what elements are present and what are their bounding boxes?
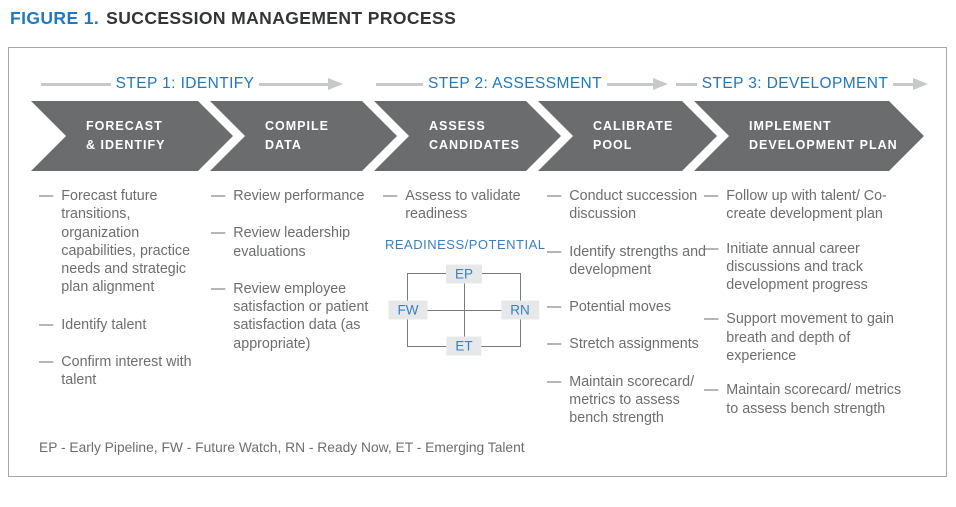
step-header-identify: STEP 1: IDENTIFY [41, 75, 344, 92]
list-item: — Assess to validate readiness [383, 187, 548, 224]
step-label: STEP 1: IDENTIFY [115, 75, 255, 92]
dash-bullet-icon: — [547, 336, 562, 353]
list-item: — Review employee satisfaction or patien… [211, 280, 383, 353]
list-item-text: Assess to validate readiness [405, 188, 521, 223]
list-item-text: Forecast future transitions, organizatio… [61, 188, 191, 296]
chevron-compile-data: COMPILE DATA [210, 101, 397, 171]
phase-columns: — Forecast future transitions, organizat… [31, 187, 936, 437]
dash-bullet-icon: — [547, 373, 562, 390]
chevron-forecast-identify: FORECAST & IDENTIFY [31, 101, 233, 171]
phase-column-implement-development-plan: — Follow up with talent/ Co-create devel… [704, 187, 909, 434]
step-arrow-line [41, 82, 111, 86]
list-item-text: Conduct succession discussion [569, 188, 698, 223]
chevron-band: FORECAST & IDENTIFY COMPILE DATA ASSESS … [31, 101, 926, 171]
phase-column-calibrate-pool: — Conduct succession discussion — Identi… [547, 187, 707, 447]
list-item-text: Support movement to gain breath and dept… [726, 311, 894, 365]
list-item: — Forecast future transitions, organizat… [39, 187, 209, 297]
step-label: STEP 2: ASSESSMENT [427, 75, 603, 92]
list-item-text: Initiate annual career discussions and t… [726, 240, 868, 294]
dash-bullet-icon: — [211, 225, 226, 242]
chevron-assess-candidates: ASSESS CANDIDATES [374, 101, 561, 171]
list-item: — Maintain scorecard/ metrics to assess … [547, 373, 707, 428]
dash-bullet-icon: — [704, 240, 719, 257]
phase-column-forecast-identify: — Forecast future transitions, organizat… [39, 187, 209, 409]
list-item-text: Potential moves [569, 299, 672, 316]
list-item-text: Maintain scorecard/ metrics to assess be… [569, 373, 695, 427]
list-item-text: Review employee satisfaction or patient … [233, 280, 369, 352]
step-label: STEP 3: DEVELOPMENT [701, 75, 889, 92]
dash-bullet-icon: — [211, 280, 226, 297]
dash-bullet-icon: — [704, 382, 719, 399]
process-frame: STEP 1: IDENTIFY STEP 2: ASSESSMENT STEP… [8, 47, 947, 477]
list-item: — Support movement to gain breath and de… [704, 310, 909, 365]
phase-column-assess-candidates: — Assess to validate readiness READINESS… [383, 187, 548, 356]
list-item-text: Identify talent [61, 316, 147, 333]
list-item: — Maintain scorecard/ metrics to assess … [704, 381, 909, 418]
readiness-matrix: EP FW RN ET [388, 264, 539, 356]
step-arrow-line [376, 82, 423, 86]
step-header-development: STEP 3: DEVELOPMENT [676, 75, 929, 92]
figure-label: FIGURE 1. [10, 8, 100, 28]
list-item-text: Stretch assignments [569, 336, 699, 353]
list-item: — Identify strengths and development [547, 243, 707, 280]
list-item-text: Confirm interest with talent [61, 354, 192, 389]
dash-bullet-icon: — [39, 188, 54, 204]
matrix-label-fw: FW [388, 300, 428, 320]
list-item-text: Review performance [233, 188, 365, 204]
dash-bullet-icon: — [704, 311, 719, 328]
list-item-text: Review leadership evaluations [233, 225, 351, 260]
list-item-text: Follow up with talent/ Co-create develop… [726, 188, 887, 223]
list-item-text: Identify strengths and development [569, 243, 706, 278]
list-item: — Identify talent [39, 316, 209, 334]
dash-bullet-icon: — [39, 354, 54, 371]
figure-title-text: SUCCESSION MANAGEMENT PROCESS [106, 8, 457, 28]
step-arrow-line [259, 82, 330, 86]
readiness-potential-title: READINESS/POTENTIAL [385, 236, 546, 252]
list-item: — Stretch assignments [547, 335, 707, 353]
chevron-implement-development-plan: IMPLEMENT DEVELOPMENT PLAN [694, 101, 924, 171]
dash-bullet-icon: — [547, 299, 562, 316]
list-item-text: Maintain scorecard/ metrics to assess be… [726, 382, 902, 417]
steps-row: STEP 1: IDENTIFY STEP 2: ASSESSMENT STEP… [31, 48, 929, 96]
step-arrow-line [893, 82, 915, 86]
list-item: — Review performance [211, 187, 383, 205]
arrow-right-icon [653, 78, 668, 90]
matrix-label-ep: EP [445, 264, 483, 284]
list-item: — Review leadership evaluations [211, 224, 383, 261]
phase-column-compile-data: — Review performance — Review leadership… [211, 187, 383, 372]
list-item: — Potential moves [547, 298, 707, 316]
chevron-calibrate-pool: CALIBRATE POOL [538, 101, 717, 171]
figure-title: FIGURE 1. SUCCESSION MANAGEMENT PROCESS [10, 8, 456, 29]
dash-bullet-icon: — [547, 243, 562, 260]
dash-bullet-icon: — [704, 188, 719, 204]
matrix-label-rn: RN [501, 300, 539, 320]
list-item: — Confirm interest with talent [39, 353, 209, 390]
arrow-right-icon [913, 78, 929, 90]
list-item: — Follow up with talent/ Co-create devel… [704, 187, 909, 224]
step-header-assessment: STEP 2: ASSESSMENT [376, 75, 668, 92]
dash-bullet-icon: — [39, 316, 54, 333]
dash-bullet-icon: — [383, 188, 398, 204]
matrix-label-et: ET [446, 336, 482, 356]
matrix-horizontal-axis [408, 309, 520, 311]
step-arrow-line [676, 82, 697, 86]
arrow-right-icon [328, 78, 344, 90]
dash-bullet-icon: — [211, 188, 226, 204]
list-item: — Initiate annual career discussions and… [704, 240, 909, 295]
list-item: — Conduct succession discussion [547, 187, 707, 224]
dash-bullet-icon: — [547, 188, 562, 204]
legend-text: EP - Early Pipeline, FW - Future Watch, … [39, 440, 525, 455]
step-arrow-line [607, 82, 654, 86]
